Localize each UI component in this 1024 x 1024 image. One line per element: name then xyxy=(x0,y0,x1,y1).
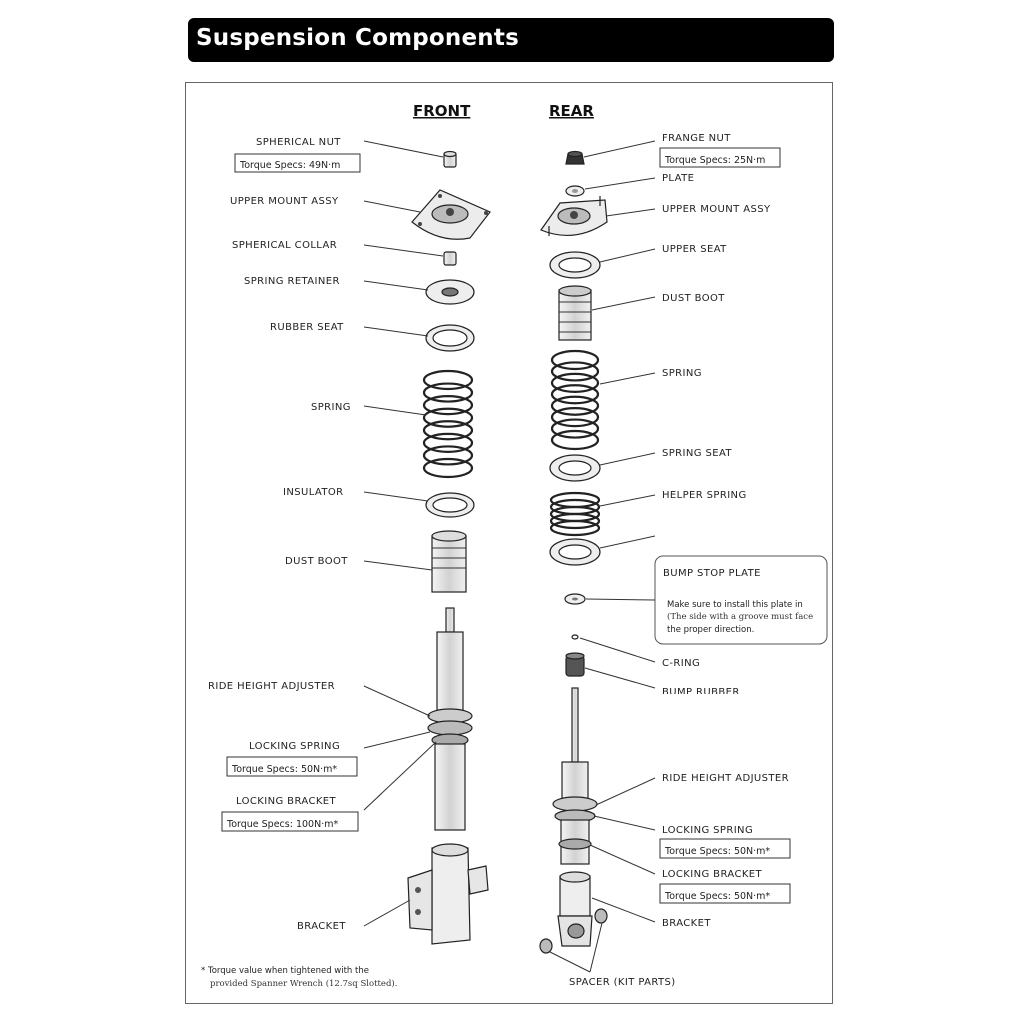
front-spherical-nut-torque: Torque Specs: 49N·m xyxy=(239,160,340,171)
footnote-line-1: * Torque value when tightened with the xyxy=(201,966,369,976)
spring-coil xyxy=(422,445,474,466)
spring-coil xyxy=(550,384,600,405)
rear-helper-seat-part xyxy=(549,538,601,566)
front-spherical-nut-torque-box xyxy=(234,153,361,173)
front-bracket-label: BRACKET xyxy=(297,921,346,932)
title-bar: Suspension Components xyxy=(188,18,834,62)
rear-header: REAR xyxy=(549,102,594,120)
front-ride-height-adjuster-label: RIDE HEIGHT ADJUSTER xyxy=(208,681,335,692)
spring-coil xyxy=(422,369,474,391)
front-spring-retainer-part xyxy=(425,279,475,305)
rear-bump-stop-plate-label: BUMP STOP PLATE xyxy=(663,568,761,579)
spring-coil xyxy=(550,395,600,416)
rear-bump-rubber-part xyxy=(565,652,585,677)
front-locking-bracket-label: LOCKING BRACKET xyxy=(236,796,337,807)
rear-c-ring-part xyxy=(571,634,579,640)
front-spring-retainer-label: SPRING RETAINER xyxy=(244,276,340,287)
front-locking-bracket-torque: Torque Specs: 100N·m* xyxy=(226,819,338,830)
front-spherical-collar-label: SPHERICAL COLLAR xyxy=(232,240,337,251)
rear-bump-stop-plate-part xyxy=(564,593,586,605)
front-spherical-collar-part xyxy=(443,251,457,266)
front-locking-spring-torque-box xyxy=(226,756,358,777)
rear-upper-mount-label: UPPER MOUNT ASSY xyxy=(662,204,771,215)
rear-dust-boot-label: DUST BOOT xyxy=(662,293,725,304)
rear-upper-seat-label: UPPER SEAT xyxy=(662,244,727,255)
rear-locking-bracket-torque: Torque Specs: 50N·m* xyxy=(664,891,770,902)
rear-spring-seat-label: SPRING SEAT xyxy=(662,448,732,459)
spring-coil xyxy=(550,349,600,371)
front-dust-boot-label: DUST BOOT xyxy=(285,556,348,567)
spring-coil xyxy=(422,432,474,453)
spring-coil xyxy=(422,457,474,479)
front-spherical-nut-part xyxy=(443,150,457,168)
rear-spring-part xyxy=(550,349,600,451)
front-locking-bracket-torque-box xyxy=(221,811,359,832)
spring-coil xyxy=(550,372,600,393)
rear-frange-nut-torque: Torque Specs: 25N·m xyxy=(664,155,765,166)
front-damper-part xyxy=(427,607,473,831)
spring-coil xyxy=(550,429,600,451)
rear-helper-spring-label: HELPER SPRING xyxy=(662,490,747,501)
rear-locking-spring-torque: Torque Specs: 50N·m* xyxy=(664,846,770,857)
front-locking-spring-torque: Torque Specs: 50N·m* xyxy=(231,764,337,775)
footnote-line-2: provided Spanner Wrench (12.7sq Slotted)… xyxy=(210,978,397,989)
rear-helper-spring-part xyxy=(549,491,601,537)
front-spring-part xyxy=(422,369,474,479)
front-bracket-part xyxy=(407,843,489,945)
rear-locking-bracket-label: LOCKING BRACKET xyxy=(662,869,763,880)
rear-spring-label: SPRING xyxy=(662,368,702,379)
rear-ride-height-adjuster-label: RIDE HEIGHT ADJUSTER xyxy=(662,773,789,784)
spring-coil xyxy=(422,395,474,416)
spring-coil xyxy=(550,361,600,382)
spring-coil xyxy=(550,407,600,428)
front-locking-spring-label: LOCKING SPRING xyxy=(249,741,340,752)
rear-frange-nut-label: FRANGE NUT xyxy=(662,133,731,144)
rear-c-ring-label: C-RING xyxy=(662,658,700,669)
rear-locking-spring-torque-box xyxy=(659,838,791,859)
rear-plate-label: PLATE xyxy=(662,173,694,184)
diagram-frame xyxy=(185,82,833,1004)
spring-coil xyxy=(550,418,600,439)
spring-coil xyxy=(549,519,601,537)
rear-upper-mount-part xyxy=(540,196,608,236)
front-insulator-part xyxy=(425,492,475,518)
rear-frange-nut-part xyxy=(565,150,585,165)
rear-locking-bracket-torque-box xyxy=(659,883,791,904)
rear-bump-rubber-label: BUMP RUBBER xyxy=(662,687,740,698)
rear-plate-part xyxy=(565,185,585,197)
rear-spring-seat-part xyxy=(549,454,601,482)
spring-coil xyxy=(422,420,474,441)
rear-frange-nut-torque-box xyxy=(659,147,781,168)
front-spherical-nut-label: SPHERICAL NUT xyxy=(256,137,341,148)
rear-dust-boot-part xyxy=(558,285,592,341)
rear-damper-part xyxy=(552,687,598,865)
front-upper-mount-label: UPPER MOUNT ASSY xyxy=(230,196,339,207)
spring-coil xyxy=(422,407,474,428)
bump-stop-note-line-3: the proper direction. xyxy=(667,625,754,635)
front-rubber-seat-label: RUBBER SEAT xyxy=(270,322,344,333)
spring-coil xyxy=(422,382,474,403)
front-upper-mount-part xyxy=(411,189,491,240)
bump-stop-note-line-1: Make sure to install this plate in xyxy=(667,600,803,610)
rear-upper-seat-part xyxy=(549,251,601,279)
front-header: FRONT xyxy=(413,102,471,120)
page-title: Suspension Components xyxy=(196,25,519,51)
front-insulator-label: INSULATOR xyxy=(283,487,344,498)
front-rubber-seat-part xyxy=(425,324,475,352)
spring-coil xyxy=(549,512,601,530)
rear-spacer-label: SPACER (KIT PARTS) xyxy=(569,977,676,988)
rear-locking-spring-label: LOCKING SPRING xyxy=(662,825,753,836)
rear-bracket-part xyxy=(557,871,593,947)
front-spring-label: SPRING xyxy=(311,402,351,413)
rear-spacer-part xyxy=(539,908,608,954)
bump-stop-note-line-2: (The side with a groove must face xyxy=(667,611,813,622)
rear-bracket-label: BRACKET xyxy=(662,918,711,929)
front-dust-boot-part xyxy=(431,530,467,593)
